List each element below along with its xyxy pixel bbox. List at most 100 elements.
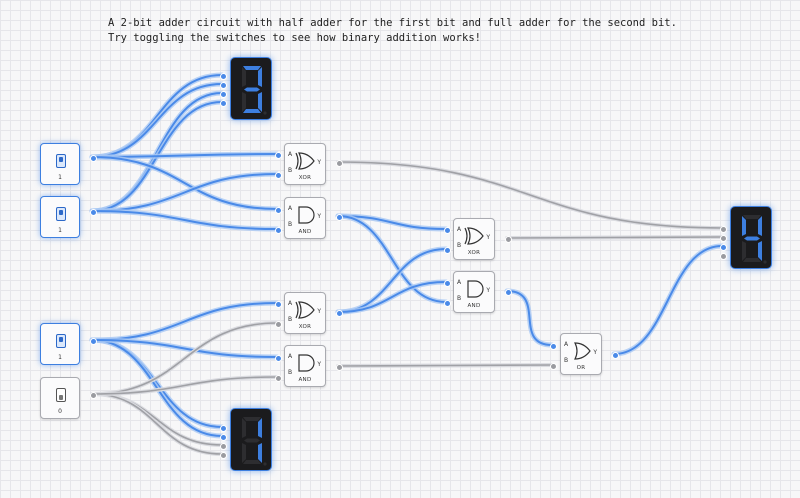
switch-a1[interactable]: 1 xyxy=(40,323,80,365)
connection-port[interactable] xyxy=(274,300,282,308)
connection-port[interactable] xyxy=(335,159,343,167)
wire-active xyxy=(613,245,723,355)
and-symbol xyxy=(467,280,484,298)
wire-active xyxy=(91,302,278,341)
pin-b-label: B xyxy=(288,221,293,228)
seven-segment-digit xyxy=(242,66,267,115)
connection-port[interactable] xyxy=(504,288,512,296)
connection-port[interactable] xyxy=(274,226,282,234)
connection-port[interactable] xyxy=(89,208,97,216)
pin-y-label: Y xyxy=(317,308,321,315)
decimal-point xyxy=(263,462,267,466)
connection-port[interactable] xyxy=(274,206,282,214)
pin-b-label: B xyxy=(288,167,293,174)
segment-a xyxy=(743,215,761,219)
wire-active xyxy=(337,281,447,313)
connection-port[interactable] xyxy=(335,213,343,221)
segment-g xyxy=(744,236,760,241)
connection-port[interactable] xyxy=(335,309,343,317)
and-gate-icon xyxy=(467,280,484,298)
gate-label: XOR xyxy=(467,250,481,256)
gate-label: AND xyxy=(298,229,312,235)
switch-b1[interactable]: 0 xyxy=(40,377,80,419)
toggle-icon xyxy=(56,154,66,168)
xor-symbol xyxy=(298,301,315,319)
xor-symbol xyxy=(467,227,484,245)
instructions-line-2: Try toggling the switches to see how bin… xyxy=(108,32,481,44)
connection-port[interactable] xyxy=(274,171,282,179)
connection-port[interactable] xyxy=(443,279,451,287)
connection-port[interactable] xyxy=(443,226,451,234)
xor-gate-icon xyxy=(295,301,315,319)
connection-port[interactable] xyxy=(274,320,282,328)
connection-port[interactable] xyxy=(335,363,343,371)
segment-a xyxy=(243,417,261,421)
pin-a-label: A xyxy=(288,353,293,360)
connection-port[interactable] xyxy=(443,299,451,307)
pin-a-label: A xyxy=(457,279,462,286)
gate-label: XOR xyxy=(298,175,312,181)
connection-port[interactable] xyxy=(89,337,97,345)
connection-port[interactable] xyxy=(219,99,227,107)
connection-port[interactable] xyxy=(89,391,97,399)
toggle-icon xyxy=(56,388,66,402)
segment-c xyxy=(758,241,762,261)
connection-port[interactable] xyxy=(219,451,227,459)
connection-port[interactable] xyxy=(719,225,727,233)
connection-port[interactable] xyxy=(219,72,227,80)
connection-port[interactable] xyxy=(504,235,512,243)
connection-port[interactable] xyxy=(219,442,227,450)
seven-segment-display-top xyxy=(230,57,272,120)
connection-port[interactable] xyxy=(274,354,282,362)
toggle-icon xyxy=(56,334,66,348)
or-gate[interactable]: A B Y OR xyxy=(560,333,602,375)
wire-active xyxy=(91,339,278,358)
xor-gate-icon xyxy=(464,227,484,245)
xor-gate-3[interactable]: A B Y XOR xyxy=(453,218,495,260)
switch-b0[interactable]: 1 xyxy=(40,196,80,238)
xor-gate-2[interactable]: A B Y XOR xyxy=(284,292,326,334)
connection-port[interactable] xyxy=(719,234,727,242)
switch-value: 1 xyxy=(58,174,62,181)
instructions: A 2-bit adder circuit with half adder fo… xyxy=(108,16,677,46)
wire-active xyxy=(91,156,278,210)
switch-a0[interactable]: 1 xyxy=(40,143,80,185)
xor-gate-1[interactable]: A B Y XOR xyxy=(284,143,326,185)
seven-segment-display-result xyxy=(730,206,772,269)
connection-port[interactable] xyxy=(274,151,282,159)
connection-port[interactable] xyxy=(219,90,227,98)
seven-segment-digit xyxy=(242,417,267,466)
wire-inactive xyxy=(91,322,278,395)
pin-a-label: A xyxy=(288,300,293,307)
segment-b xyxy=(258,418,262,438)
segment-c xyxy=(258,443,262,463)
connection-port[interactable] xyxy=(719,243,727,251)
connection-port[interactable] xyxy=(89,154,97,162)
pin-b-label: B xyxy=(288,369,293,376)
pin-y-label: Y xyxy=(486,234,490,241)
wire-active xyxy=(91,83,223,158)
xor-symbol xyxy=(298,152,315,170)
gate-label: XOR xyxy=(298,324,312,330)
pin-a-label: A xyxy=(457,226,462,233)
and-gate-2[interactable]: A B Y AND xyxy=(284,345,326,387)
and-gate-1[interactable]: A B Y AND xyxy=(284,197,326,239)
connection-port[interactable] xyxy=(549,342,557,350)
connection-port[interactable] xyxy=(611,351,619,359)
wire-inactive xyxy=(91,376,278,395)
or-gate-icon xyxy=(574,342,591,360)
connection-port[interactable] xyxy=(719,252,727,260)
connection-port[interactable] xyxy=(219,433,227,441)
connection-port[interactable] xyxy=(219,424,227,432)
segment-d xyxy=(243,460,261,464)
connection-port[interactable] xyxy=(549,362,557,370)
connection-port[interactable] xyxy=(443,246,451,254)
connection-port[interactable] xyxy=(219,81,227,89)
segment-f xyxy=(242,418,246,438)
xor-gate-icon xyxy=(295,152,315,170)
segment-b xyxy=(258,67,262,87)
connection-port[interactable] xyxy=(274,374,282,382)
and-gate-3[interactable]: A B Y AND xyxy=(453,271,495,313)
pin-y-label: Y xyxy=(486,287,490,294)
